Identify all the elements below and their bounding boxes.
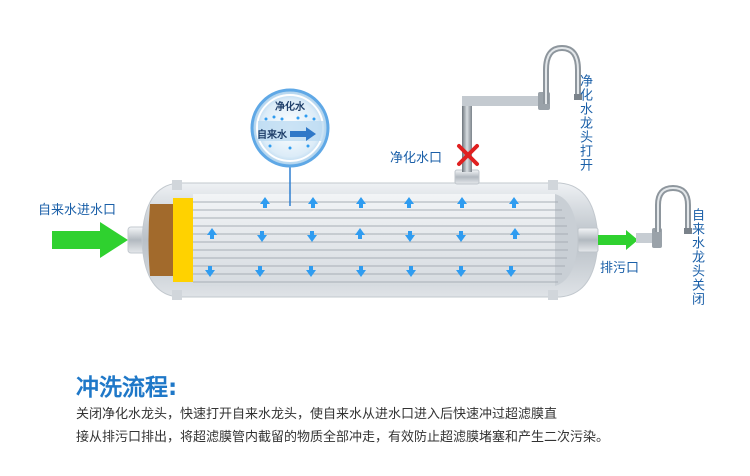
membrane-tubes	[193, 201, 568, 283]
magnifier-lens	[250, 88, 330, 168]
purified-faucet-open-label: 净化水龙头打开	[577, 74, 592, 172]
drain-label: 排污口	[600, 261, 639, 276]
drain-pipe	[577, 184, 692, 253]
flow-arrows-up	[207, 197, 520, 239]
closed-valve-mark	[457, 144, 479, 166]
inlet-label: 自来水进水口	[38, 203, 116, 218]
flow-arrows-down	[205, 231, 516, 277]
magnifier-flow-arrow	[290, 127, 316, 141]
magnifier-label-purified: 净化水	[275, 100, 306, 113]
drain-arrow	[598, 230, 638, 250]
section-heading: 冲洗流程:	[76, 375, 178, 401]
purified-outlet-label: 净化水口	[390, 151, 442, 166]
inlet-arrow	[52, 222, 128, 258]
magnifier-label-tap: 自来水	[257, 128, 288, 141]
filter-vessel	[141, 180, 599, 300]
description-line-2: 接从排污口排出，将超滤膜管内截留的物质全部冲走，有效防止超滤膜堵塞和产生二次污染…	[76, 430, 610, 445]
description-line-1: 关闭净化水龙头，快速打开自来水龙头，使自来水从进水口进入后快速冲过超滤膜直	[76, 407, 558, 422]
tap-faucet-closed-label: 自来水龙头关闭	[689, 208, 704, 306]
purified-outlet-pipe	[454, 44, 582, 185]
